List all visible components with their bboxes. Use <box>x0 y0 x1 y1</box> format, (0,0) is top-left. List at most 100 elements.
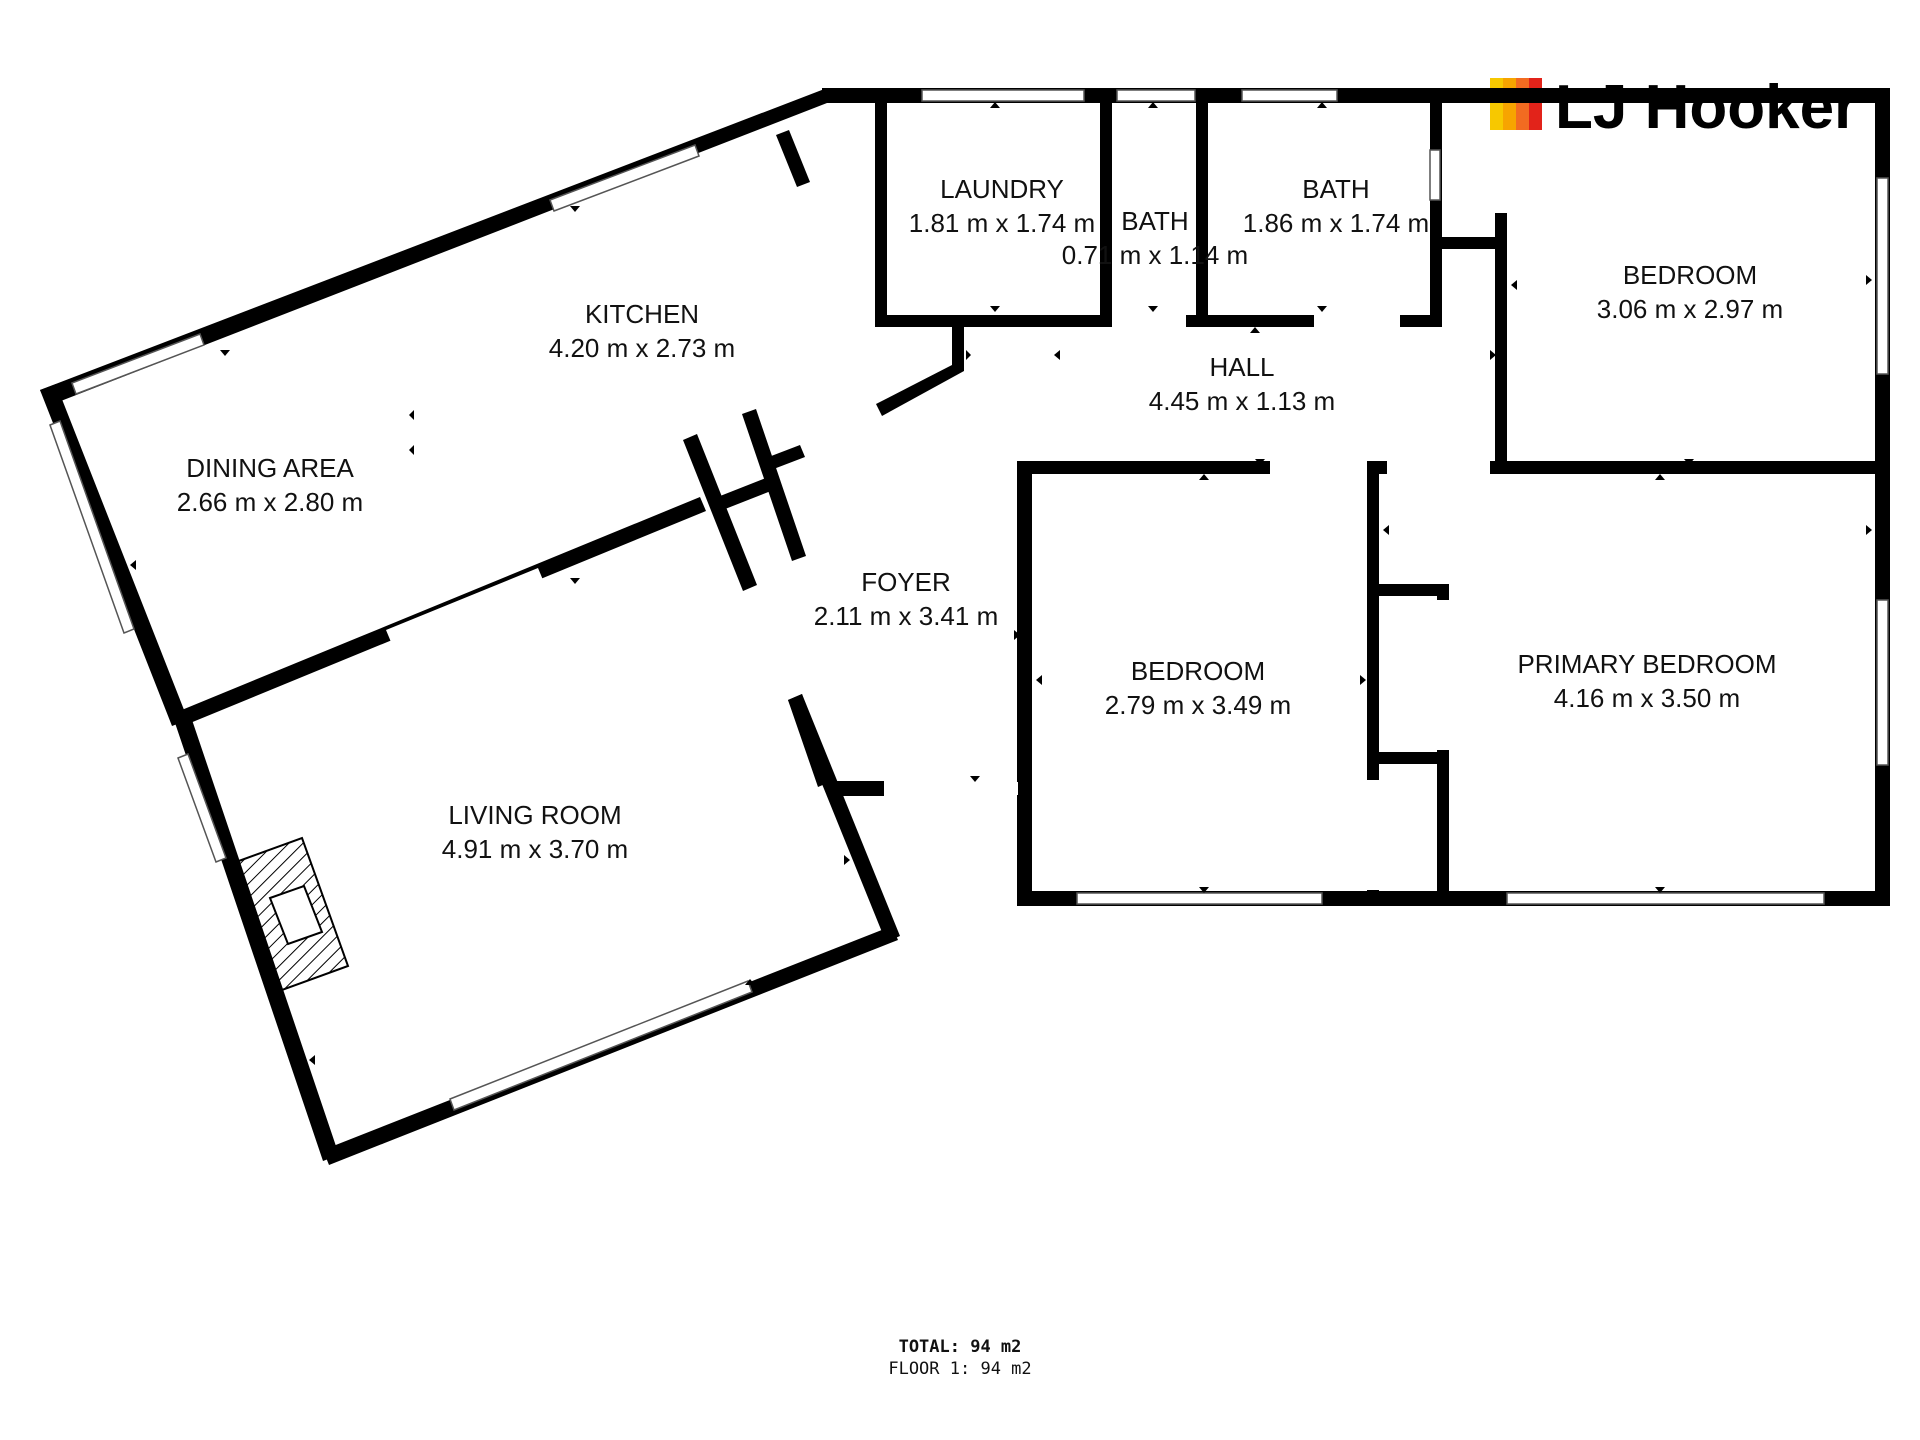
logo-stripe-2 <box>1503 78 1516 130</box>
room-name: KITCHEN <box>585 299 699 329</box>
tick <box>844 855 850 865</box>
wall <box>683 434 757 591</box>
window <box>921 89 1085 102</box>
wall <box>776 130 810 187</box>
window <box>71 333 205 395</box>
wall <box>1495 351 1507 474</box>
wall <box>1196 103 1208 325</box>
tick <box>990 306 1000 312</box>
room-bedroom-ne: BEDROOM 3.06 m x 2.97 m <box>1597 260 1783 324</box>
room-dimensions: 2.11 m x 3.41 m <box>814 601 999 631</box>
wall <box>1017 461 1032 906</box>
tick <box>309 1055 315 1065</box>
tick <box>745 979 755 985</box>
tick <box>1317 306 1327 312</box>
window <box>1876 177 1889 375</box>
room-name: PRIMARY BEDROOM <box>1517 649 1776 679</box>
room-dimensions: 2.79 m x 3.49 m <box>1105 690 1291 720</box>
room-dimensions: 0.71 m x 1.14 m <box>1062 240 1248 270</box>
wall <box>172 708 339 1161</box>
tick <box>1199 474 1209 480</box>
room-laundry: LAUNDRY 1.81 m x 1.74 m <box>909 174 1095 238</box>
logo-stripe-4 <box>1529 78 1542 130</box>
window <box>1429 149 1441 201</box>
logo-wordmark: LJ Hooker <box>1555 73 1858 142</box>
wall <box>1495 213 1507 351</box>
wall <box>1186 315 1314 327</box>
windows <box>49 89 1889 1111</box>
window <box>1506 892 1825 905</box>
room-name: FOYER <box>861 567 951 597</box>
room-dimensions: 1.86 m x 1.74 m <box>1243 208 1429 238</box>
tick <box>330 649 340 655</box>
tick <box>1684 459 1694 465</box>
wall <box>40 88 827 406</box>
tick <box>409 445 414 455</box>
room-bath-small: BATH 0.71 m x 1.14 m <box>1062 206 1248 270</box>
window <box>1241 89 1338 102</box>
wall <box>952 327 964 371</box>
wall <box>788 694 832 787</box>
tick <box>1250 327 1260 333</box>
room-name: BATH <box>1302 174 1369 204</box>
wall <box>875 315 1112 327</box>
tick <box>1360 675 1366 685</box>
room-foyer: FOYER 2.11 m x 3.41 m <box>814 567 999 631</box>
wall <box>832 781 884 796</box>
wall <box>710 474 781 513</box>
window <box>49 420 135 634</box>
tick <box>1036 675 1042 685</box>
logo-stripe-3 <box>1516 78 1529 130</box>
tick <box>409 410 414 420</box>
room-name: LIVING ROOM <box>448 800 621 830</box>
tick <box>970 776 980 782</box>
tick <box>990 102 1000 108</box>
wall <box>1490 461 1890 474</box>
wall <box>1022 461 1270 474</box>
room-labels: LAUNDRY 1.81 m x 1.74 m BATH 0.71 m x 1.… <box>177 174 1783 864</box>
room-dining: DINING AREA 2.66 m x 2.80 m <box>177 453 363 517</box>
tick <box>220 350 230 356</box>
wall <box>1442 237 1500 249</box>
window <box>1116 89 1196 102</box>
room-living: LIVING ROOM 4.91 m x 3.70 m <box>442 800 628 864</box>
window <box>449 980 753 1111</box>
doorway <box>1436 600 1450 750</box>
room-bedroom-s: BEDROOM 2.79 m x 3.49 m <box>1105 656 1291 720</box>
tick <box>675 512 685 518</box>
wall <box>1100 103 1112 325</box>
room-bath: BATH 1.86 m x 1.74 m <box>1243 174 1429 238</box>
tick <box>1255 459 1265 465</box>
room-dimensions: 1.81 m x 1.74 m <box>909 208 1095 238</box>
window <box>549 144 700 212</box>
tick <box>1655 887 1665 893</box>
window <box>1076 892 1323 905</box>
wall <box>876 365 964 416</box>
doorway <box>884 782 1018 795</box>
tick <box>1866 275 1872 285</box>
doorways <box>386 462 1490 890</box>
tick <box>1199 887 1209 893</box>
doorway <box>386 568 543 642</box>
doorway <box>1387 462 1490 473</box>
wall <box>1400 315 1442 327</box>
room-dimensions: 2.66 m x 2.80 m <box>177 487 363 517</box>
wall <box>822 88 1890 103</box>
tick <box>130 560 136 570</box>
wall <box>875 103 887 325</box>
window <box>177 753 227 863</box>
tick <box>1511 280 1517 290</box>
total-area: TOTAL: 94 m2 <box>898 1337 1022 1357</box>
wall <box>1379 584 1448 596</box>
tick <box>1148 102 1158 108</box>
room-kitchen: KITCHEN 4.20 m x 2.73 m <box>549 299 735 363</box>
measurement-ticks <box>130 102 1872 1065</box>
wall <box>1379 752 1448 764</box>
logo-stripe-1 <box>1490 78 1503 130</box>
tick <box>570 578 580 584</box>
fireplace-box <box>268 884 324 946</box>
tick <box>1054 350 1060 360</box>
brand-logo: LJ Hooker <box>1490 73 1858 142</box>
room-hall: HALL 4.45 m x 1.13 m <box>1149 352 1335 416</box>
